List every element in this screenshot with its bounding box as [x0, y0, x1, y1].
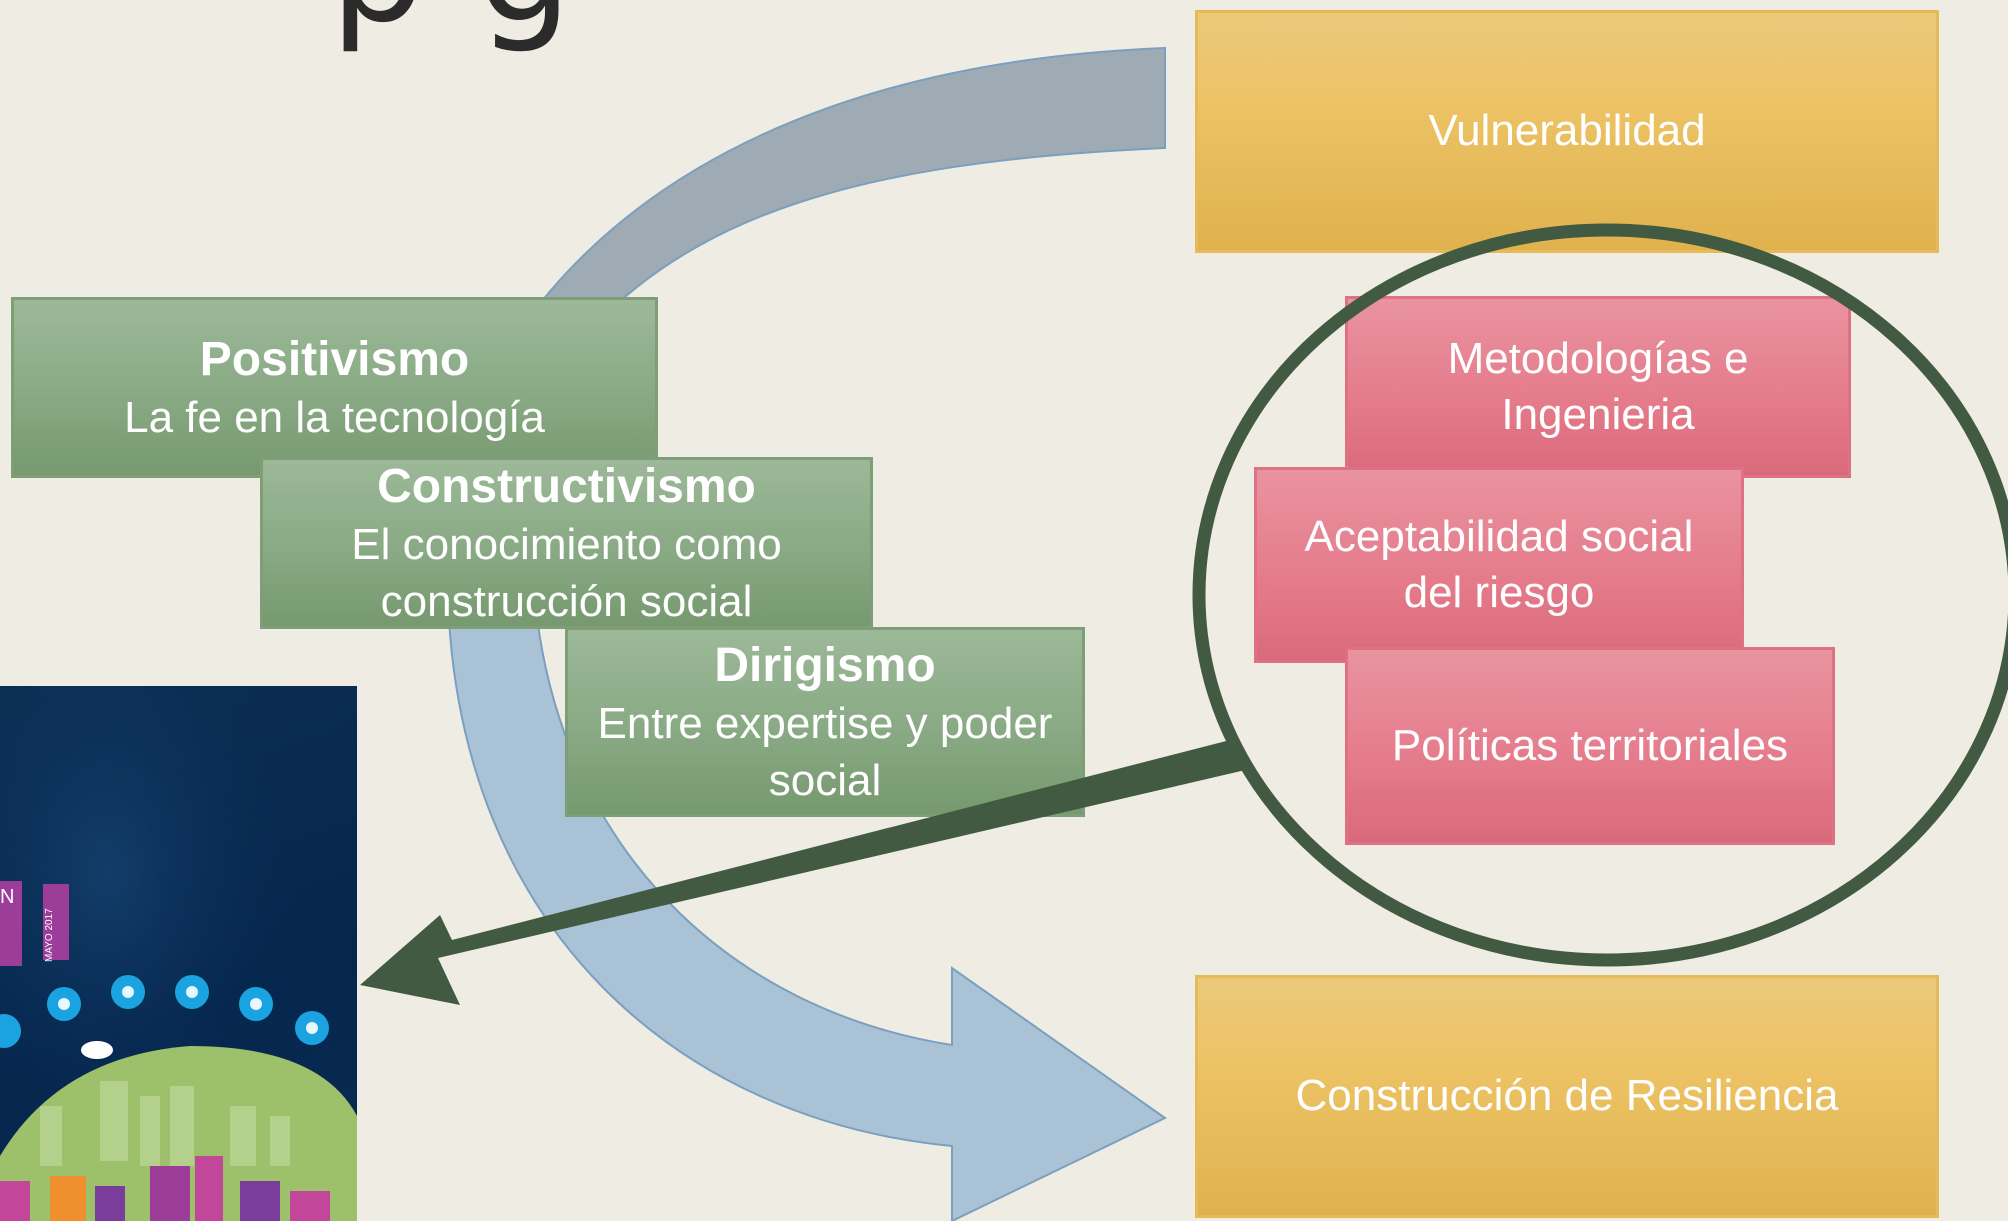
social-acceptability-label: Aceptabilidad social del riesgo — [1304, 511, 1694, 617]
resilience-label: Construcción de Resiliencia — [1295, 1071, 1839, 1121]
positivism-heading: Positivismo — [199, 332, 470, 386]
constructivism-box: Constructivismo El conocimiento como con… — [260, 457, 873, 629]
vulnerability-label: Vulnerabilidad — [1428, 106, 1706, 156]
territorial-policies-label: Políticas territoriales — [1391, 720, 1789, 770]
report-cover-thumbnail: N MAYO 2017 — [0, 686, 357, 1221]
cover-date-tag — [43, 884, 69, 960]
cover-skyline — [40, 1081, 290, 1166]
dirigism-text: Entre expertise y poder social — [597, 699, 1053, 805]
cover-tab — [0, 881, 22, 966]
cover-date-label: MAYO 2017 — [44, 908, 55, 962]
constructivism-text: El conocimiento como construcción social — [351, 520, 782, 626]
constructivism-heading: Constructivismo — [377, 459, 756, 513]
resilience-box: Construcción de Resiliencia — [1195, 975, 1939, 1218]
grey-curved-arrow — [517, 46, 1166, 332]
social-acceptability-box: Aceptabilidad social del riesgo — [1254, 467, 1744, 663]
dirigism-heading: Dirigismo — [714, 638, 936, 692]
vulnerability-box: Vulnerabilidad — [1195, 10, 1939, 253]
dirigism-box: Dirigismo Entre expertise y poder social — [565, 627, 1085, 817]
report-cover-artwork — [0, 686, 357, 1221]
cover-tab-letter: N — [0, 886, 15, 908]
methodologies-label: Metodologías e Ingenieria — [1447, 333, 1749, 439]
positivism-text: La fe en la tecnología — [124, 393, 545, 443]
territorial-policies-box: Políticas territoriales — [1345, 647, 1835, 845]
methodologies-box: Metodologías e Ingenieria — [1345, 296, 1851, 478]
cover-buildings — [0, 1156, 330, 1221]
slide-title-fragment: p g — [330, 0, 574, 56]
positivism-box: Positivismo La fe en la tecnología — [11, 297, 658, 478]
